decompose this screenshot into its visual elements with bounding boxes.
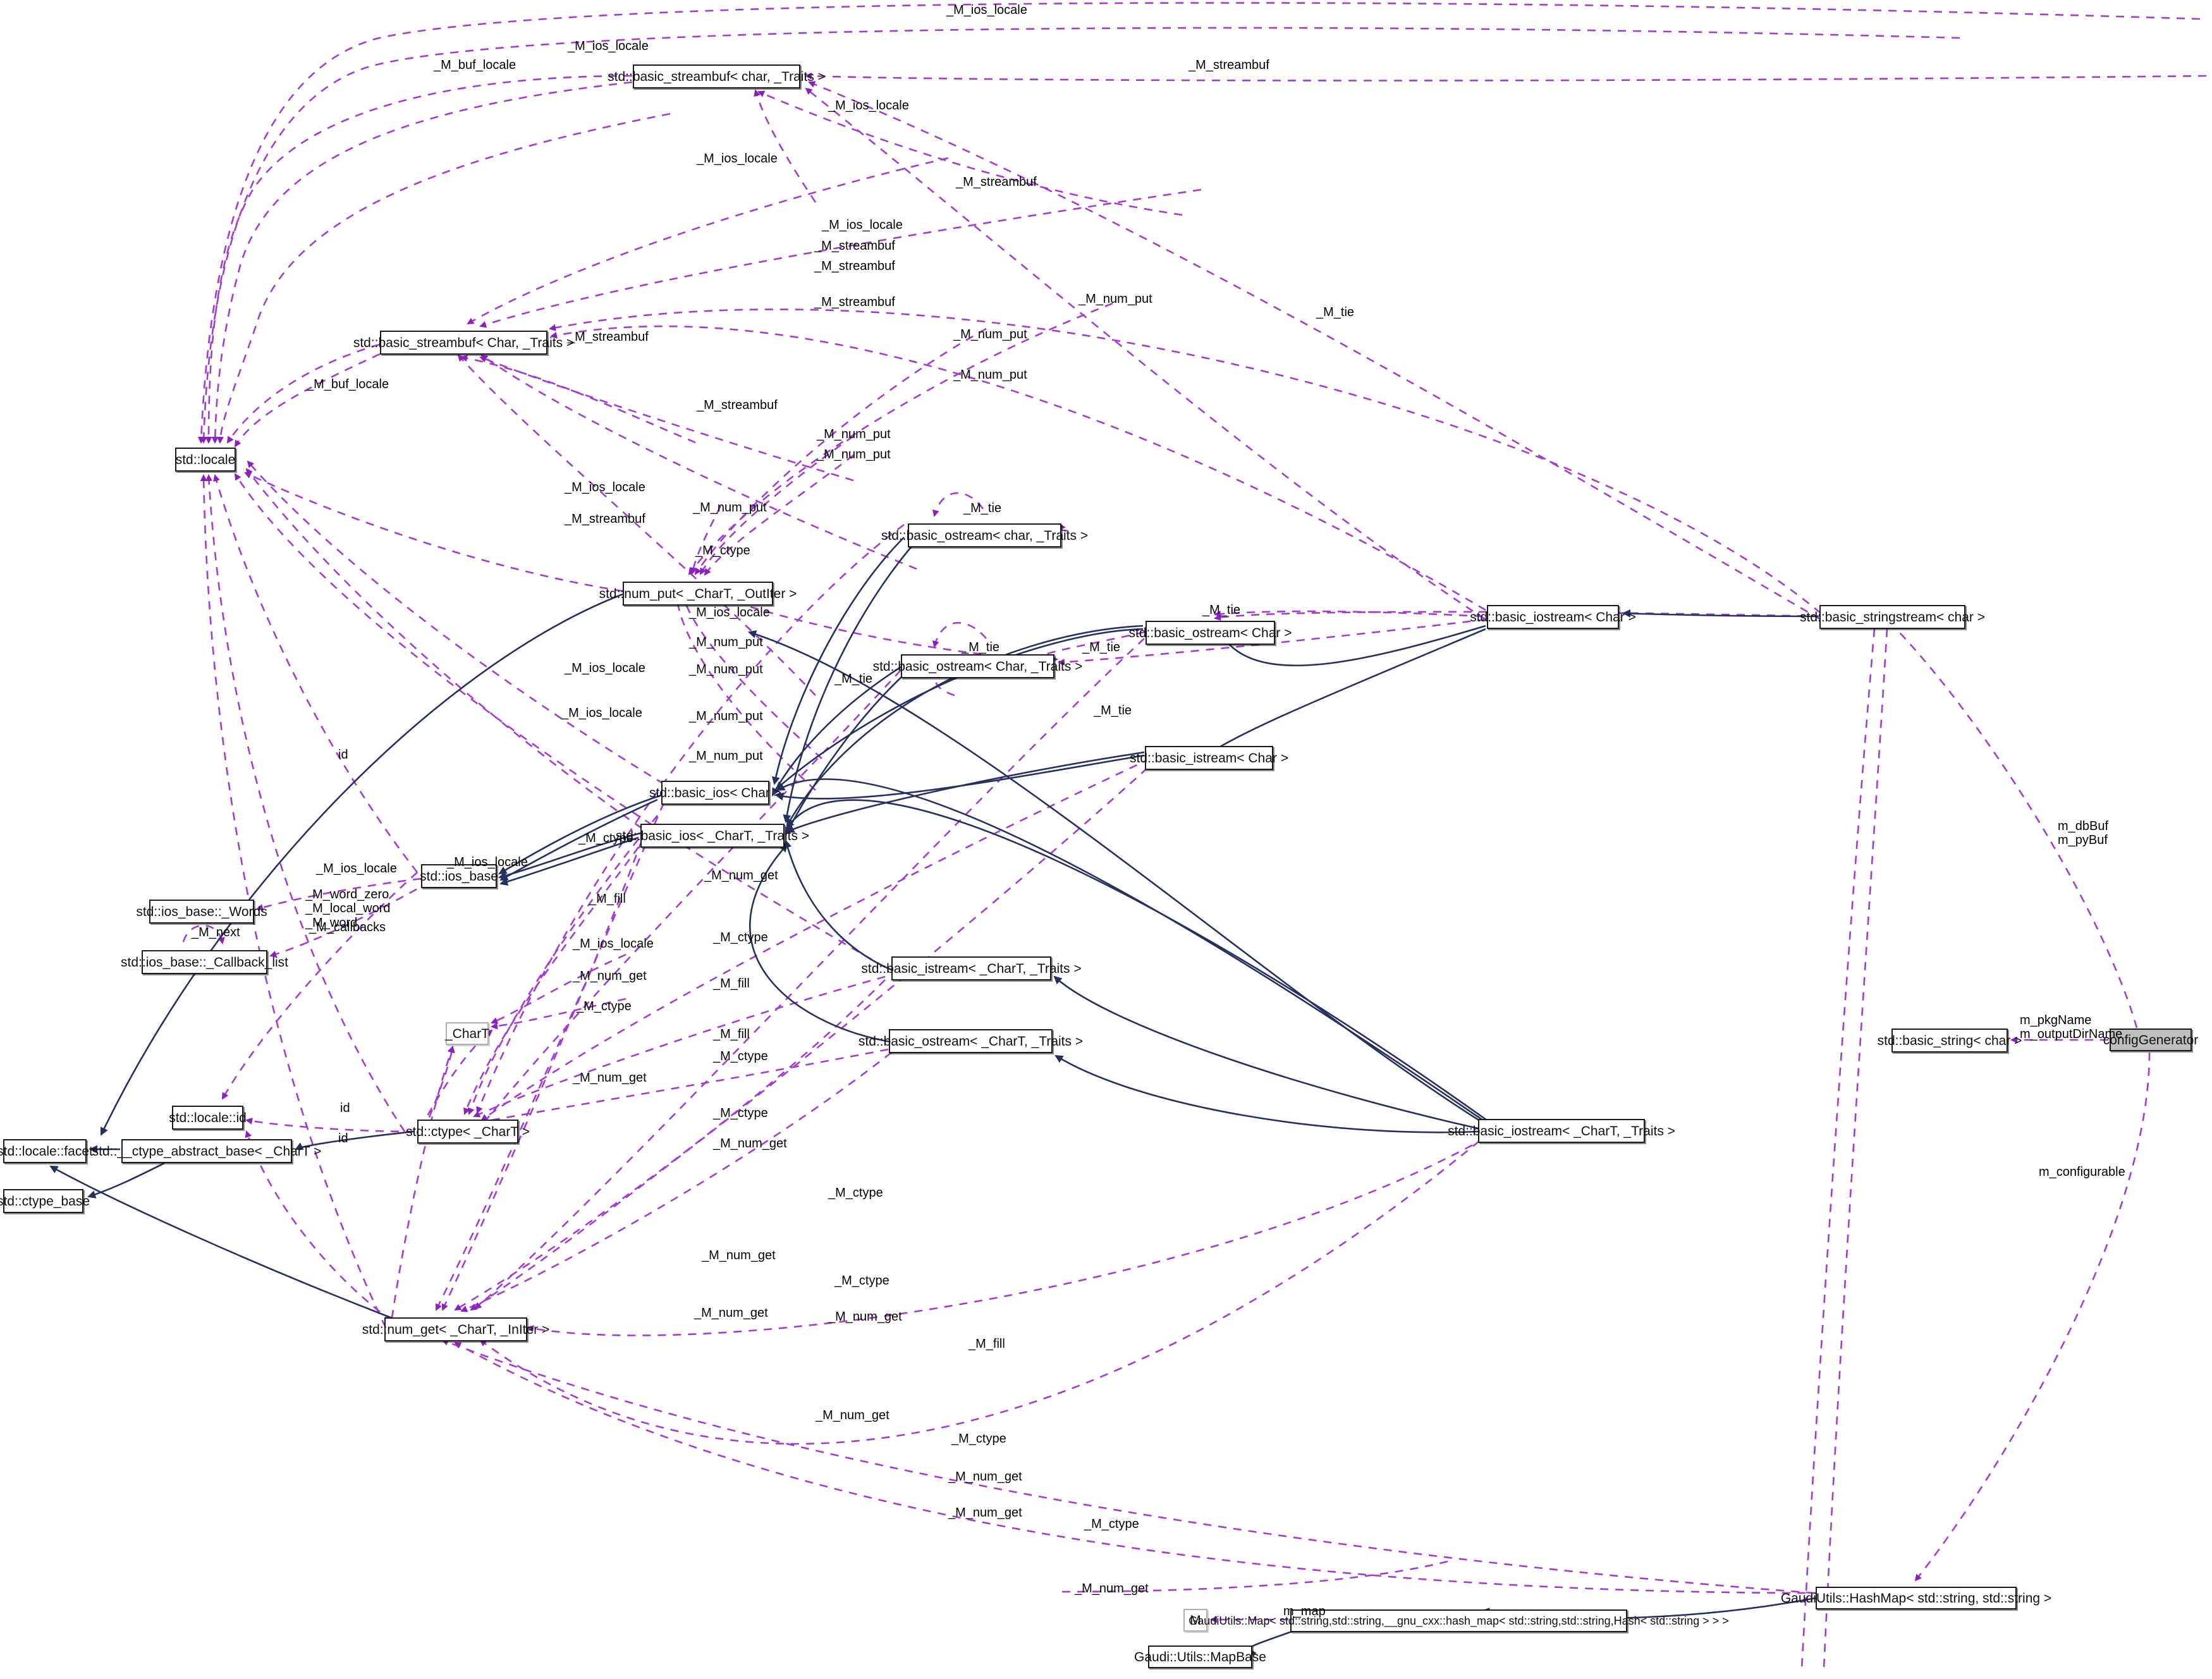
class-node[interactable]: _CharT: [445, 1022, 489, 1045]
class-node[interactable]: std::basic_ostream< Char >: [1129, 621, 1292, 645]
class-node[interactable]: std::locale::id: [169, 1106, 247, 1130]
inheritance-edges: [49, 537, 1819, 1657]
class-node[interactable]: std::ios_base: [420, 864, 498, 888]
class-node[interactable]: configGenerator: [2103, 1029, 2198, 1051]
class-node[interactable]: std::ios_base::_Callback_list: [121, 950, 288, 974]
class-node[interactable]: std::basic_istream< _CharT, _Traits >: [861, 956, 1082, 980]
class-node[interactable]: std::basic_ostream< char, _Traits >: [881, 523, 1088, 547]
class-node[interactable]: std::__ctype_abstract_base< _CharT >: [92, 1139, 321, 1163]
class-node[interactable]: std::basic_streambuf< Char, _Traits >: [353, 331, 574, 355]
class-node[interactable]: std::basic_ostream< Char, _Traits >: [873, 654, 1082, 678]
class-node[interactable]: std::basic_iostream< Char >: [1470, 605, 1636, 629]
class-node[interactable]: std::num_put< _CharT, _OutIter >: [599, 582, 797, 606]
class-node[interactable]: GaudiUtils::Map< std::string,std::string…: [1188, 1609, 1729, 1632]
class-node[interactable]: GaudiUtils::HashMap< std::string, std::s…: [1781, 1587, 2051, 1609]
class-node[interactable]: M: [1183, 1609, 1207, 1632]
class-node[interactable]: std::basic_ios< _CharT, _Traits >: [616, 824, 809, 848]
class-node[interactable]: std::basic_istream< Char >: [1130, 746, 1288, 770]
class-node[interactable]: std::num_get< _CharT, _InIter >: [362, 1317, 549, 1341]
class-node[interactable]: std::locale::facet: [0, 1139, 93, 1163]
class-node[interactable]: std::basic_iostream< _CharT, _Traits >: [1448, 1119, 1675, 1143]
class-node[interactable]: std::basic_ostream< _CharT, _Traits >: [859, 1029, 1083, 1053]
class-node[interactable]: Gaudi::Utils::MapBase: [1134, 1645, 1266, 1668]
class-node[interactable]: std::ctype< _CharT >: [406, 1120, 530, 1144]
class-node[interactable]: std::basic_stringstream< char >: [1800, 605, 1985, 629]
class-node[interactable]: std::basic_string< char >: [1878, 1029, 2022, 1053]
class-node[interactable]: std::ios_base::_Words: [136, 900, 267, 924]
class-node[interactable]: std::ctype_base: [0, 1189, 90, 1213]
class-node[interactable]: std::locale: [175, 448, 236, 472]
class-node[interactable]: std::basic_streambuf< char, _Traits >: [608, 64, 826, 89]
class-node[interactable]: std::basic_ios< Char >: [649, 781, 781, 805]
usage-edges: [182, 2, 2207, 1670]
